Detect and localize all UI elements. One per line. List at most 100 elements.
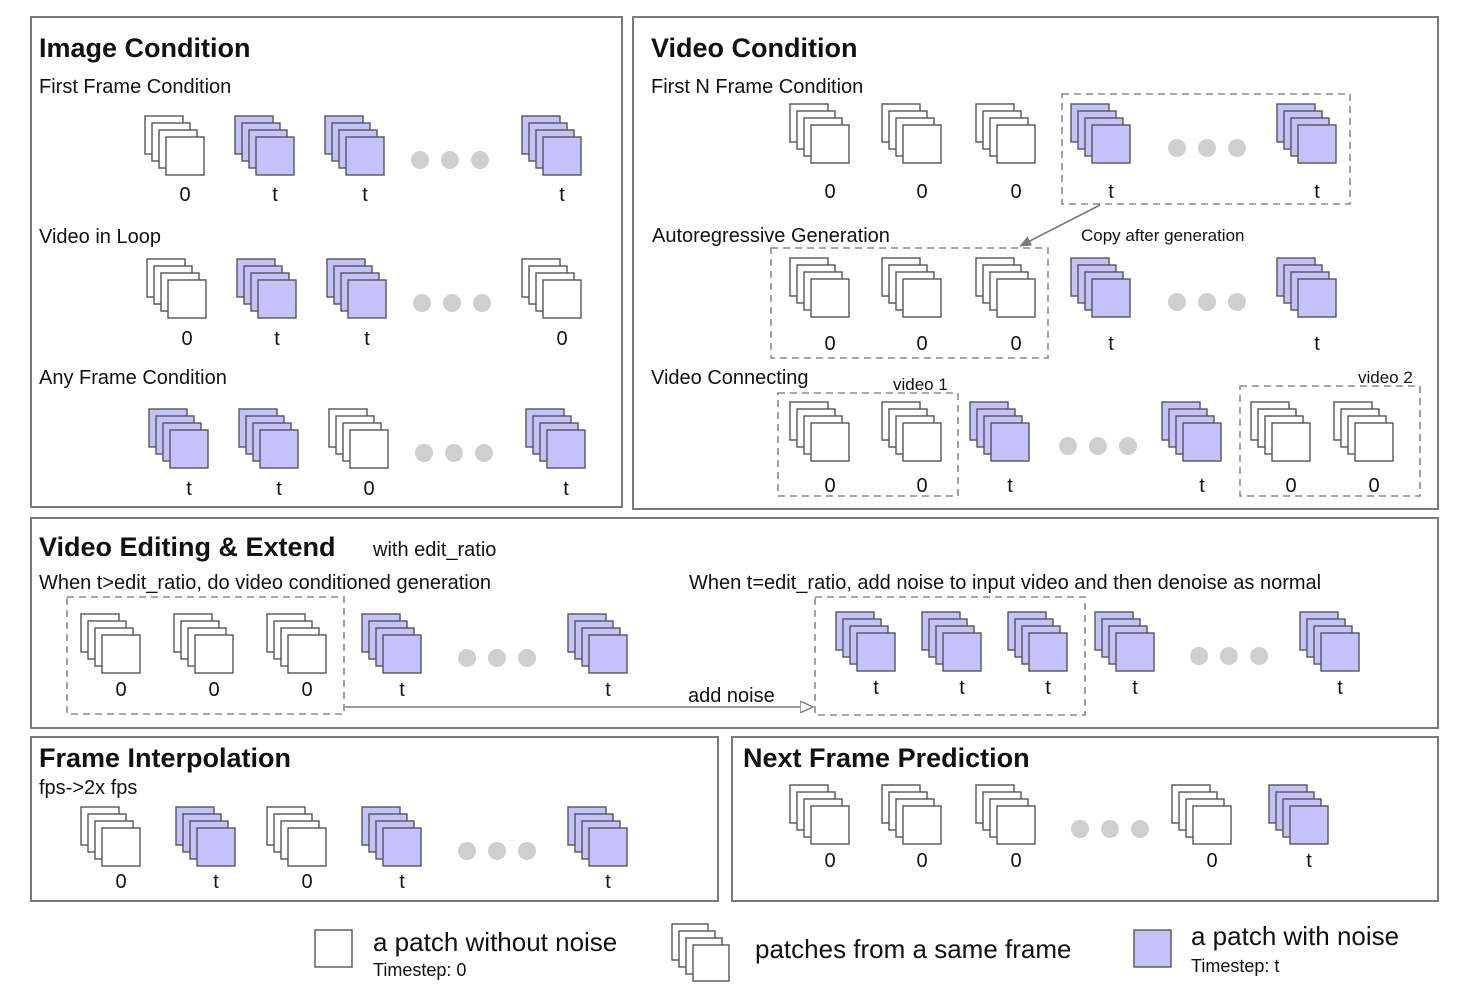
clean-patch-stack (975, 784, 1036, 845)
edit-noised-group (814, 596, 1086, 716)
ellipsis-dot (1250, 647, 1268, 665)
timestep-label: t (272, 184, 278, 206)
noised-patch-stack (1276, 257, 1337, 318)
timestep-label: t (362, 184, 368, 206)
video-in-loop-label: Video in Loop (39, 226, 161, 248)
video-connecting-label: Video Connecting (651, 367, 809, 389)
video2-label: video 2 (1358, 368, 1413, 387)
first-n-frame-label: First N Frame Condition (651, 76, 863, 98)
clean-patch-stack (146, 258, 207, 319)
timestep-label: 0 (179, 184, 190, 206)
ellipsis-dot (1119, 437, 1137, 455)
edit-left-description: When t>edit_ratio, do video conditioned … (39, 572, 491, 594)
ellipsis-dot (1168, 293, 1186, 311)
timestep-label: t (1337, 677, 1343, 699)
legend-stack-patches (671, 923, 730, 982)
timestep-label: t (1108, 333, 1114, 355)
timestep-label: t (1132, 677, 1138, 699)
timestep-label: 0 (916, 333, 927, 355)
timestep-label: 0 (1010, 850, 1021, 872)
timestep-label: 0 (115, 871, 126, 893)
clean-patch-stack (975, 257, 1036, 318)
timestep-label: 0 (824, 333, 835, 355)
ellipsis-dot (1168, 139, 1186, 157)
noised-patch-stack (567, 613, 628, 674)
clean-patch-stack (144, 115, 205, 176)
timestep-label: t (1045, 677, 1051, 699)
noised-patch-stack (1299, 611, 1360, 672)
timestep-label: t (186, 478, 192, 500)
timestep-label: 0 (115, 679, 126, 701)
copy-arrow (1019, 204, 1101, 247)
clean-patch-stack (789, 103, 850, 164)
timestep-label: 0 (824, 850, 835, 872)
timestep-label: 0 (916, 181, 927, 203)
video1-group (777, 392, 959, 497)
noised-patch-stack (148, 408, 209, 469)
timestep-label: t (213, 871, 219, 893)
image-condition-title: Image Condition (39, 33, 251, 63)
ellipsis-dot (415, 444, 433, 462)
legend-clean-patch (314, 929, 353, 968)
ellipsis-dot (488, 842, 506, 860)
clean-patch-stack (328, 408, 389, 469)
legend-noise-label: a patch with noise (1191, 921, 1399, 951)
timestep-label: 0 (363, 478, 374, 500)
timestep-label: t (605, 679, 611, 701)
timestep-label: 0 (1010, 333, 1021, 355)
noised-patch-stack (324, 115, 385, 176)
ellipsis-dot (458, 842, 476, 860)
video1-label: video 1 (893, 375, 948, 394)
legend-stack-label: patches from a same frame (755, 934, 1071, 964)
timestep-label: t (1007, 475, 1013, 497)
any-frame-condition-label: Any Frame Condition (39, 367, 227, 389)
edit-ratio-note: with edit_ratio (372, 539, 496, 561)
ellipsis-dot (518, 842, 536, 860)
timestep-label: 0 (916, 850, 927, 872)
noised-patch-stack (1276, 103, 1337, 164)
timestep-label: 0 (181, 328, 192, 350)
video-editing-panel: Video Editing & Extend with edit_ratio W… (30, 517, 1439, 729)
clean-patch-stack (1333, 401, 1394, 462)
timestep-label: t (399, 679, 405, 701)
timestep-label: 0 (916, 475, 927, 497)
ellipsis-dot (1228, 293, 1246, 311)
ellipsis-dot (413, 294, 431, 312)
clean-patch-stack (789, 784, 850, 845)
frame-interpolation-title: Frame Interpolation (39, 743, 291, 773)
noised-patch-stack (361, 806, 422, 867)
noised-patch-stack (1070, 103, 1131, 164)
legend: a patch without noise Timestep: 0 patche… (314, 921, 1399, 982)
video-condition-panel: Video Condition First N Frame Condition … (632, 16, 1439, 510)
autoregressive-label: Autoregressive Generation (652, 225, 890, 247)
ellipsis-dot (1089, 437, 1107, 455)
first-n-noise-group (1061, 93, 1351, 205)
ellipsis-dot (475, 444, 493, 462)
noised-patch-stack (1161, 401, 1222, 462)
timestep-label: t (1199, 475, 1205, 497)
clean-patch-stack (80, 613, 141, 674)
clean-patch-stack (881, 103, 942, 164)
timestep-label: t (1108, 181, 1114, 203)
legend-noise-timestep: Timestep: t (1191, 956, 1279, 976)
clean-patch-stack (173, 613, 234, 674)
clean-patch-stack (975, 103, 1036, 164)
timestep-label: 0 (301, 871, 312, 893)
timestep-label: 0 (1285, 475, 1296, 497)
noised-patch-stack (969, 401, 1030, 462)
ellipsis-dot (458, 649, 476, 667)
timestep-label: t (1306, 850, 1312, 872)
noised-patch-stack (567, 806, 628, 867)
ellipsis-dot (445, 444, 463, 462)
timestep-label: t (399, 871, 405, 893)
